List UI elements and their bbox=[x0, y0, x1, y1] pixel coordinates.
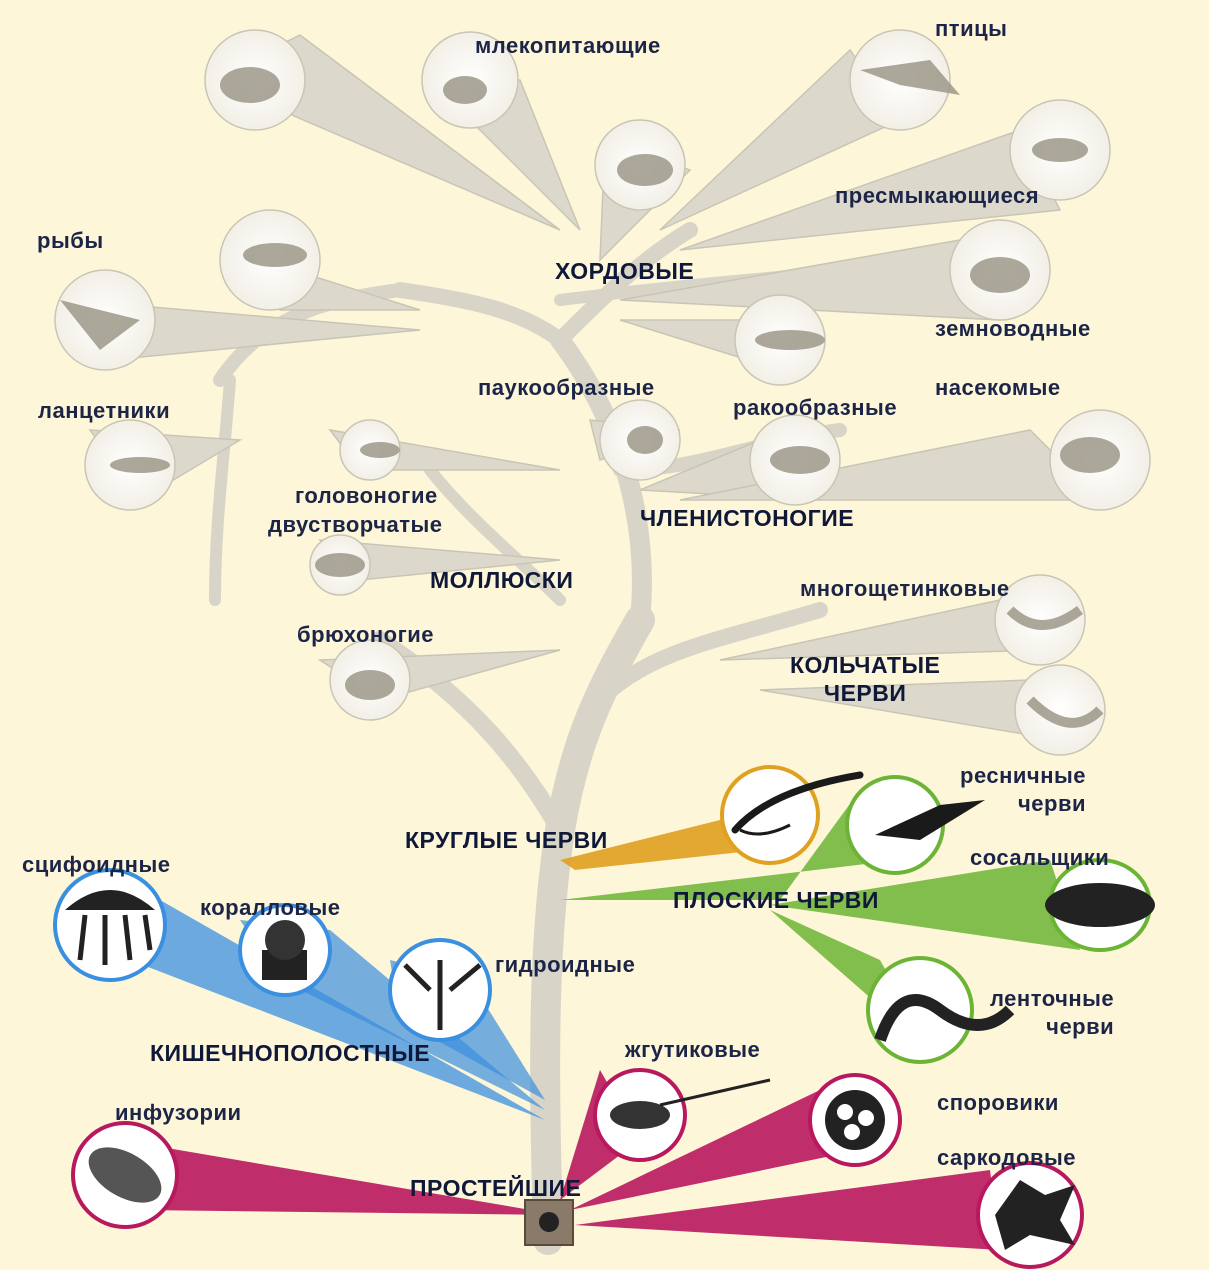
label-turbellaria-line1: ресничные bbox=[960, 762, 1086, 790]
group-protozoa: ПРОСТЕЙШИЕ bbox=[410, 1175, 581, 1202]
label-sarcodina: саркодовые bbox=[937, 1145, 1076, 1171]
label-arachnids: паукообразные bbox=[478, 375, 655, 401]
label-lancelets: ланцетники bbox=[38, 398, 170, 424]
group-molluscs: МОЛЛЮСКИ bbox=[430, 567, 573, 594]
label-ciliates: инфузории bbox=[115, 1100, 242, 1126]
label-fish: рыбы bbox=[37, 228, 104, 254]
group-annelids: КОЛЬЧАТЫЕ ЧЕРВИ bbox=[790, 651, 940, 707]
label-tapeworms-line2: черви bbox=[990, 1013, 1114, 1041]
label-crustaceans: ракообразные bbox=[733, 395, 897, 421]
label-reptiles: пресмыкающиеся bbox=[835, 183, 1039, 209]
label-polychaetes: многощетинковые bbox=[800, 576, 1010, 602]
group-annelids-line2: ЧЕРВИ bbox=[790, 679, 940, 707]
label-tapeworms-line1: ленточные bbox=[990, 985, 1114, 1013]
label-tapeworms: ленточные черви bbox=[990, 985, 1114, 1041]
label-gastropods: брюхоногие bbox=[297, 622, 434, 648]
label-flukes: сосальщики bbox=[970, 845, 1109, 871]
label-amphibians: земноводные bbox=[935, 316, 1091, 342]
group-arthropods: ЧЛЕНИСТОНОГИЕ bbox=[640, 505, 854, 532]
label-cephalopods: головоногие bbox=[295, 483, 438, 509]
label-insects: насекомые bbox=[935, 375, 1061, 401]
label-bivalves: двустворчатые bbox=[268, 512, 443, 538]
label-turbellaria-line2: черви bbox=[960, 790, 1086, 818]
label-scyphozoa: сцифоидные bbox=[22, 852, 170, 878]
label-flagellates: жгутиковые bbox=[625, 1037, 760, 1063]
group-roundworms: КРУГЛЫЕ ЧЕРВИ bbox=[405, 827, 608, 854]
label-turbellaria: ресничные черви bbox=[960, 762, 1086, 818]
group-cnidarians: КИШЕЧНОПОЛОСТНЫЕ bbox=[150, 1040, 430, 1067]
group-flatworms: ПЛОСКИЕ ЧЕРВИ bbox=[673, 887, 879, 914]
label-sporozoa: споровики bbox=[937, 1090, 1059, 1116]
label-corals: коралловые bbox=[200, 895, 340, 921]
label-hydrozoa: гидроидные bbox=[495, 952, 635, 978]
group-annelids-line1: КОЛЬЧАТЫЕ bbox=[790, 651, 940, 679]
label-birds: птицы bbox=[935, 16, 1007, 42]
group-chordates: ХОРДОВЫЕ bbox=[555, 258, 694, 285]
label-mammals: млекопитающие bbox=[475, 33, 661, 59]
